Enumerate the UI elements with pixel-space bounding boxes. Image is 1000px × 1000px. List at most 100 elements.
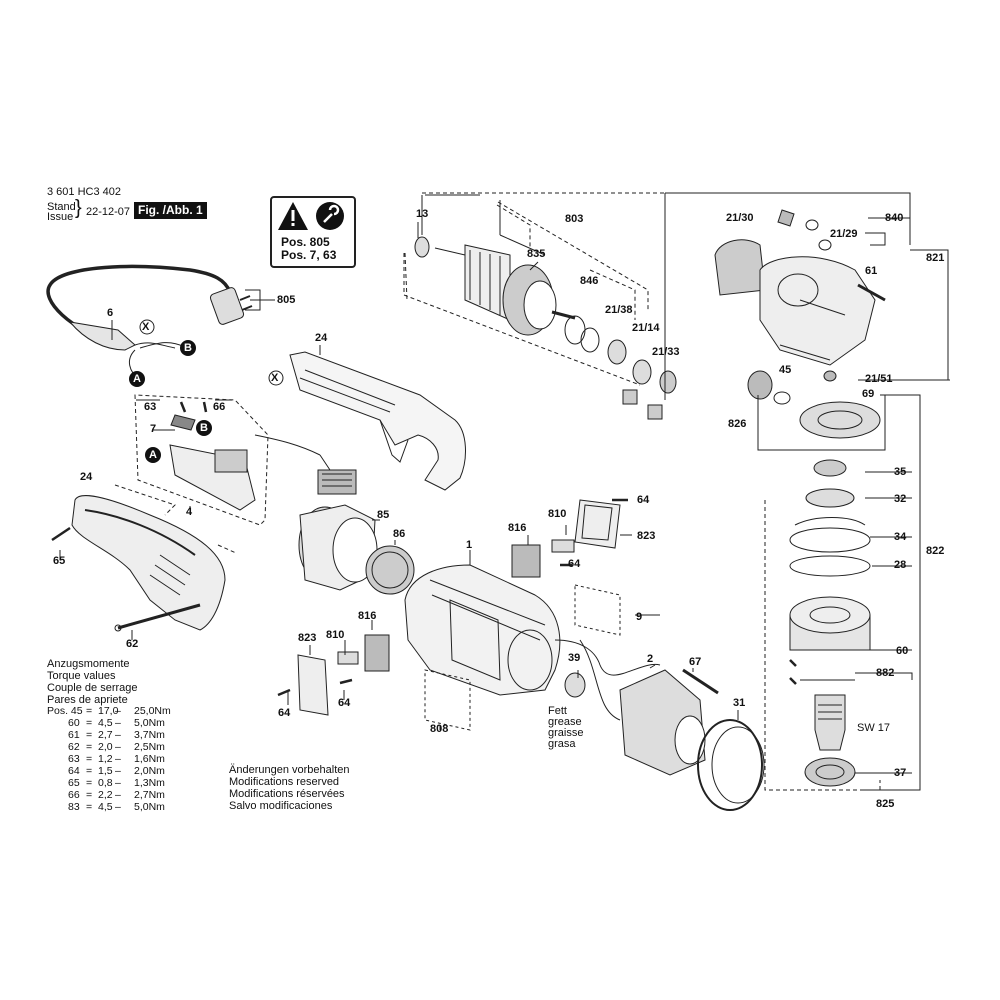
- part-label-34: 34: [894, 531, 907, 543]
- torque-row-6-col-2: =: [86, 765, 93, 777]
- bearings-21: [564, 315, 677, 420]
- part-label-826: 826: [728, 418, 747, 430]
- torque-row-9-col-1: 83: [68, 801, 80, 813]
- marker-a-label-1: A: [133, 373, 141, 385]
- part-label-86: 86: [393, 528, 406, 540]
- handle-housing-upper: [289, 351, 466, 491]
- part-label-6: 6: [107, 307, 114, 319]
- part-label-9: 9: [636, 611, 643, 623]
- part-label-64-lower: 64: [338, 697, 351, 709]
- torque-row-7-col-2: =: [86, 777, 93, 789]
- gear-head: [714, 209, 886, 382]
- marker-x-1: [139, 319, 155, 335]
- torque-row-6-col-1: 64: [68, 765, 80, 777]
- bearing-39: [564, 672, 586, 698]
- modifications-en: Modifications reserved: [229, 776, 340, 788]
- torque-row-4-col-4: –: [115, 741, 121, 753]
- torque-row-1-col-4: –: [115, 705, 121, 717]
- torque-row-8-col-2: =: [86, 789, 93, 801]
- marker-x-2: [268, 370, 284, 386]
- part-label-31: 31: [733, 697, 746, 709]
- part-label-64-upper: 64: [568, 558, 581, 570]
- grease-label-es: grasa: [548, 738, 576, 750]
- torque-row-5-col-4: –: [115, 753, 121, 765]
- torque-row-1-col-3: 17,0: [98, 705, 119, 717]
- issue-label: Issue: [47, 211, 74, 223]
- torque-row-1-col-1: Pos. 45: [47, 705, 83, 717]
- torque-row-2-col-2: =: [86, 717, 93, 729]
- wrench-size-label: SW 17: [857, 722, 891, 734]
- torque-title-de: Anzugsmomente: [47, 658, 130, 670]
- part-label-835: 835: [527, 248, 546, 260]
- cover-9: [574, 584, 621, 636]
- torque-row-7-col-4: –: [115, 777, 121, 789]
- part-label-840: 840: [885, 212, 904, 224]
- marker-b-2: [196, 420, 212, 436]
- torque-row-1-col-2: =: [86, 705, 93, 717]
- fan-86: [365, 545, 415, 595]
- handle-housing-lower: [71, 495, 226, 631]
- part-label-28: 28: [894, 559, 907, 571]
- cover-808: [424, 669, 471, 731]
- torque-row-2-col-1: 60: [68, 717, 80, 729]
- part-label-805: 805: [277, 294, 296, 306]
- part-label-21-30: 21/30: [726, 212, 754, 224]
- torque-row-4-col-2: =: [86, 741, 93, 753]
- spindle-assembly: [789, 459, 871, 787]
- part-label-39: 39: [568, 652, 581, 664]
- torque-row-6-col-4: –: [115, 765, 121, 777]
- figure-badge: Fig. /Abb. 1: [134, 202, 207, 219]
- marker-a-label-2: A: [149, 449, 157, 461]
- marker-a-1: [129, 371, 145, 387]
- part-label-816-upper: 816: [508, 522, 527, 534]
- grease-label-de: Fett: [548, 705, 567, 717]
- torque-row-3-col-1: 61: [68, 729, 80, 741]
- field-winding: [298, 504, 378, 591]
- torque-row-8-col-5: 2,7Nm: [134, 789, 165, 801]
- warning-pos-805: Pos. 805: [281, 235, 330, 249]
- part-label-67: 67: [689, 656, 702, 668]
- screw-66: [202, 401, 208, 413]
- part-label-803: 803: [565, 213, 584, 225]
- brush-810b: [337, 651, 359, 665]
- part-label-35: 35: [894, 466, 907, 478]
- torque-row-1-col-5: 25,0Nm: [134, 705, 171, 717]
- brush-cover-823b: [297, 654, 329, 716]
- part-label-821: 821: [926, 252, 945, 264]
- issue-date: 22-12-07: [86, 206, 131, 218]
- part-label-85: 85: [377, 509, 390, 521]
- part-label-21-14: 21/14: [632, 322, 660, 334]
- torque-row-3-col-5: 3,7Nm: [134, 729, 165, 741]
- warning-pos-7-63: Pos. 7, 63: [281, 248, 337, 262]
- part-label-816-lower: 816: [358, 610, 377, 622]
- part-label-4: 4: [186, 506, 193, 518]
- document-number: 3 601 HC3 402: [47, 186, 121, 198]
- torque-row-7-col-3: 0,8: [98, 777, 113, 789]
- marker-b-1: [180, 340, 196, 356]
- torque-row-5-col-2: =: [86, 753, 93, 765]
- torque-title-fr: Couple de serrage: [47, 682, 138, 694]
- part-label-2: 2: [647, 653, 654, 665]
- part-label-37: 37: [894, 767, 907, 779]
- part-label-882: 882: [876, 667, 895, 679]
- torque-row-6-col-5: 2,0Nm: [134, 765, 165, 777]
- modifications-de: Änderungen vorbehalten: [229, 764, 350, 776]
- torque-row-7-col-5: 1,3Nm: [134, 777, 165, 789]
- part-label-69: 69: [862, 388, 875, 400]
- part-label-825: 825: [876, 798, 895, 810]
- torque-row-4-col-1: 62: [68, 741, 80, 753]
- torque-row-3-col-2: =: [86, 729, 93, 741]
- part-label-66: 66: [213, 401, 226, 413]
- part-label-62: 62: [126, 638, 139, 650]
- stator: [579, 639, 706, 776]
- part-label-45: 45: [779, 364, 792, 376]
- part-label-846: 846: [580, 275, 599, 287]
- screw-62: [114, 603, 201, 632]
- part-label-13: 13: [416, 208, 429, 220]
- part-label-21-33: 21/33: [652, 346, 680, 358]
- part-label-21-38: 21/38: [605, 304, 633, 316]
- part-label-7: 7: [150, 423, 157, 435]
- grease-label-fr: graisse: [548, 727, 584, 739]
